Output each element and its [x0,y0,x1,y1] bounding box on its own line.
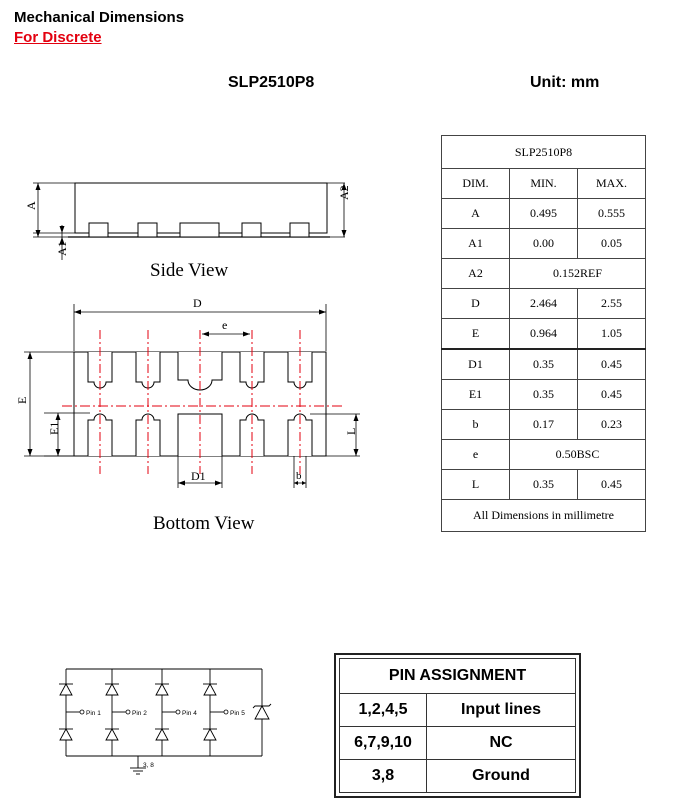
pin-assignment-table: PIN ASSIGNMENT 1,2,4,5 Input lines 6,7,9… [339,658,576,793]
header-dim: DIM. [441,168,510,199]
pin-label-2: Pin 2 [132,710,147,717]
row-max: 0.45 [577,469,646,500]
bottom-view-label: Bottom View [153,513,255,534]
row-max: 0.05 [577,228,646,259]
table-row: D1 0.35 0.45 [441,348,646,380]
dimension-table: SLP2510P8 DIM. MIN. MAX. A 0.495 0.555 A… [441,135,646,532]
table-row: L 0.35 0.45 [441,469,646,500]
pin-label-4: Pin 4 [182,710,197,717]
dim-label-a1: A1 [55,241,69,256]
dim-label-l: L [344,428,358,435]
row-dim: E1 [441,379,510,410]
pin-table-title: PIN ASSIGNMENT [339,658,576,694]
row-dim: D1 [441,348,510,380]
row-dim: A [441,198,510,229]
row-min: 0.35 [509,469,578,500]
dimension-table-title: SLP2510P8 [441,135,646,169]
page-subtitle: For Discrete [14,29,102,46]
dim-label-d1: D1 [191,469,206,483]
pin-numbers: 1,2,4,5 [339,693,427,727]
table-row: 6,7,9,10 NC [339,726,576,760]
table-row: 1,2,4,5 Input lines [339,693,576,727]
dim-label-e-pitch: e [222,318,227,332]
row-dim: L [441,469,510,500]
table-row: A 0.495 0.555 [441,198,646,229]
dim-label-d: D [193,296,202,310]
table-row: e 0.50BSC [441,439,646,470]
unit-label: Unit: mm [530,74,600,91]
bottom-view-drawing: D e E E1 L [15,296,360,488]
row-max: 2.55 [577,288,646,319]
row-max: 0.555 [577,198,646,229]
row-dim: A1 [441,228,510,259]
row-max: 0.23 [577,409,646,440]
header-min: MIN. [509,168,578,199]
row-max: 0.45 [577,348,646,380]
circuit-schematic: Pin 1 Pin 2 Pin 4 Pin 5 3, 8 [59,668,272,775]
row-min: 0.964 [509,318,578,350]
row-dim: b [441,409,510,440]
table-row: D 2.464 2.55 [441,288,646,319]
table-row: 3,8 Ground [339,759,576,793]
package-name: SLP2510P8 [228,74,315,91]
pin-label-1: Pin 1 [86,710,101,717]
row-dim: e [441,439,510,470]
table-row: E1 0.35 0.45 [441,379,646,410]
pin-assignment-box: PIN ASSIGNMENT 1,2,4,5 Input lines 6,7,9… [334,653,581,798]
row-min: 2.464 [509,288,578,319]
pin-numbers: 6,7,9,10 [339,726,427,760]
dim-label-e1: E1 [47,422,61,435]
dim-label-a: A [24,201,38,210]
pin-numbers: 3,8 [339,759,427,793]
row-min: 0.495 [509,198,578,229]
row-min: 0.35 [509,379,578,410]
page-title: Mechanical Dimensions [14,9,185,26]
table-row: A1 0.00 0.05 [441,228,646,259]
pin-function: Input lines [426,693,576,727]
row-min: 0.35 [509,348,578,380]
row-span-value: 0.50BSC [509,439,646,470]
table-row: A2 0.152REF [441,258,646,289]
row-dim: D [441,288,510,319]
side-view-drawing: A A1 A2 [24,182,351,260]
pin-function: NC [426,726,576,760]
table-row: b 0.17 0.23 [441,409,646,440]
row-dim: E [441,318,510,350]
row-dim: A2 [441,258,510,289]
dimension-table-footer: All Dimensions in millimetre [441,499,646,532]
dim-label-e: E [15,397,29,404]
pin-function: Ground [426,759,576,793]
dim-label-b: b [296,470,302,482]
ground-label: 3, 8 [143,762,154,769]
table-row: E 0.964 1.05 [441,318,646,350]
header-max: MAX. [577,168,646,199]
row-max: 0.45 [577,379,646,410]
row-max: 1.05 [577,318,646,350]
row-min: 0.17 [509,409,578,440]
row-min: 0.00 [509,228,578,259]
dim-label-a2: A2 [337,185,351,200]
side-view-label: Side View [150,260,229,281]
pin-label-5: Pin 5 [230,710,245,717]
row-span-value: 0.152REF [509,258,646,289]
